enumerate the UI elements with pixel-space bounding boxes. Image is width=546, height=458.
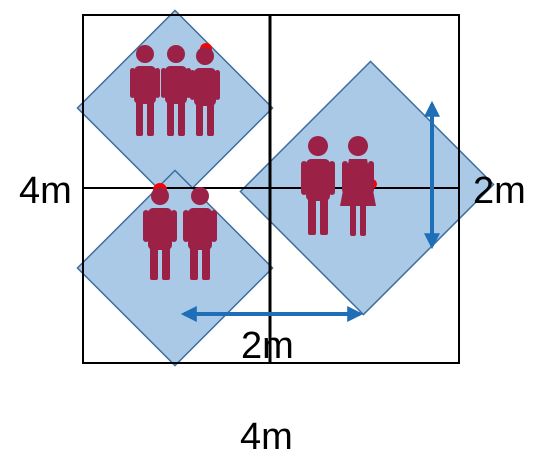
label-left-side: 4m bbox=[19, 170, 72, 212]
person-female-icon bbox=[340, 136, 376, 236]
grid bbox=[82, 14, 460, 364]
group-right bbox=[301, 136, 376, 236]
arrows bbox=[180, 100, 440, 322]
group-bottom-left bbox=[143, 187, 217, 280]
label-bottom-inner: 2m bbox=[241, 325, 294, 367]
person-icon bbox=[183, 187, 217, 280]
person-icon bbox=[301, 136, 335, 235]
person-icon bbox=[190, 47, 220, 136]
label-bottom-outer: 4m bbox=[240, 416, 293, 458]
person-icon bbox=[161, 45, 191, 136]
label-right-side: 2m bbox=[473, 170, 526, 212]
person-icon bbox=[143, 187, 177, 280]
zone-top-left bbox=[76, 9, 274, 207]
people bbox=[130, 45, 376, 280]
group-top-left bbox=[130, 45, 220, 136]
person-icon bbox=[130, 45, 160, 136]
